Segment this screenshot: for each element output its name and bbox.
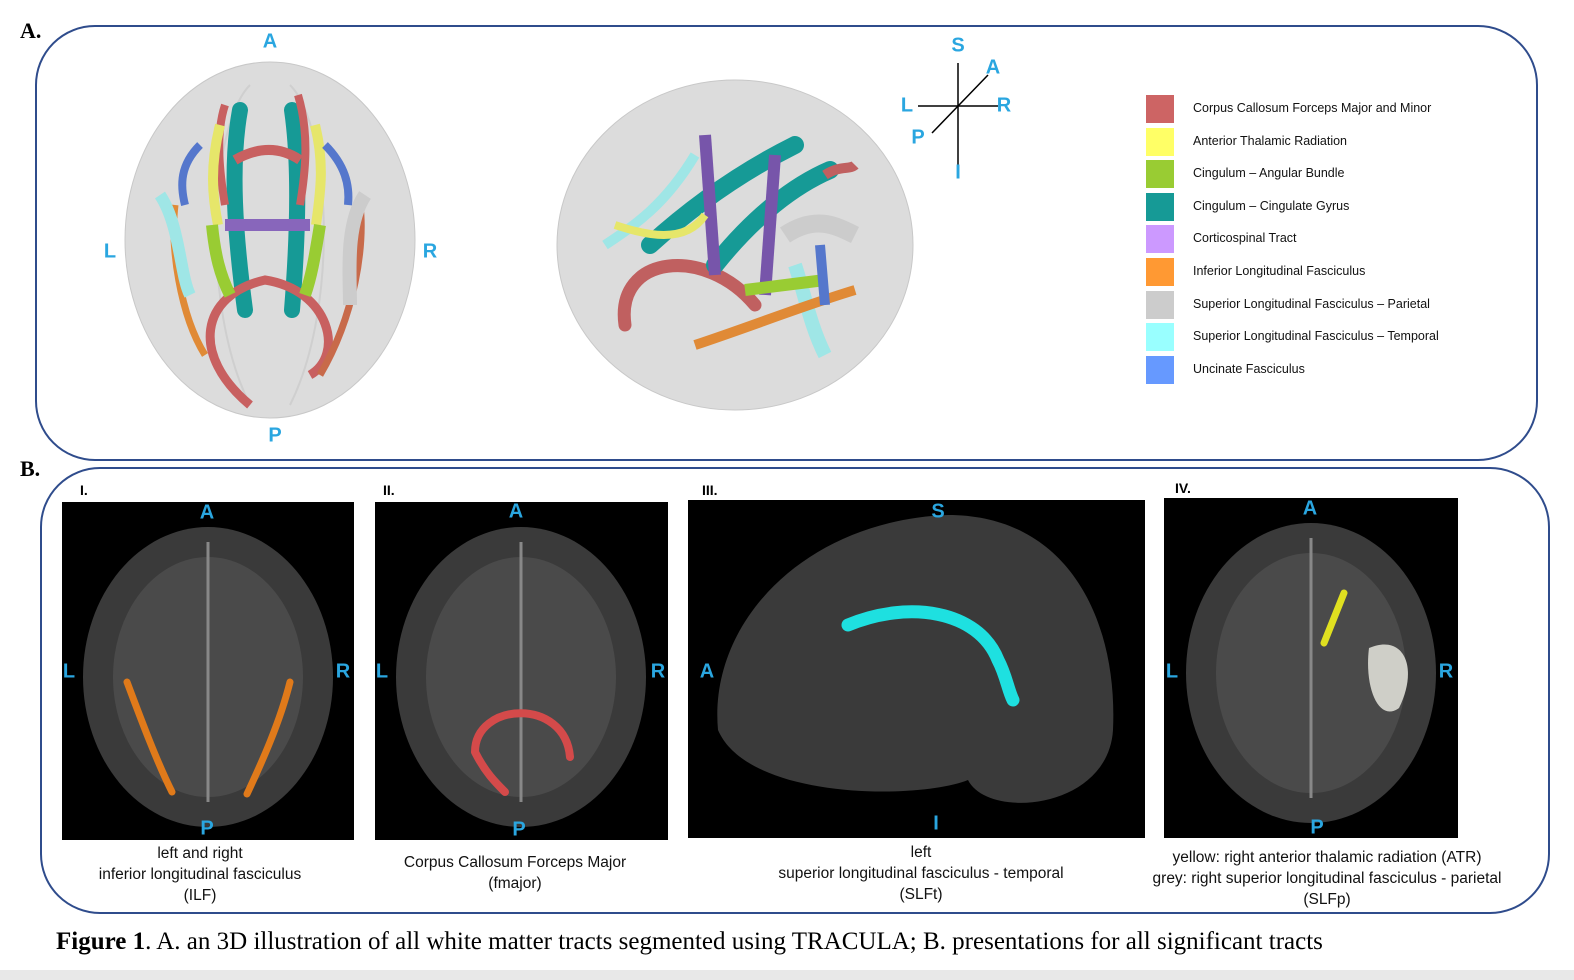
panel-2-caption: Corpus Callosum Forceps Major (fmajor) [404,852,626,894]
legend-swatch [1146,258,1174,286]
section-a-frame [35,25,1538,461]
legend-swatch [1146,95,1174,123]
panel-3-numeral: III. [702,482,718,498]
section-b-label: B. [20,456,41,481]
panel-3-top-label: S [931,500,945,523]
orientation-superior-label: S [951,34,965,57]
legend-label: Cingulum – Cingulate Gyrus [1193,198,1350,213]
legend-label: Superior Longitudinal Fasciculus – Parie… [1193,296,1430,311]
panel-1-top-label: A [199,501,215,524]
caption-line: (ILF) [183,887,217,904]
legend-swatch [1146,355,1174,384]
caption-line: inferior longitudinal fasciculus [98,866,302,883]
panel-4-right-label: R [1438,660,1454,683]
panel-2-bottom-label: P [512,818,526,841]
orientation-right-label: R [996,94,1012,117]
legend-swatch [1146,127,1174,156]
panel-1-left-label: L [62,660,76,683]
caption-line: superior longitudinal fasciculus - tempo… [778,865,1064,882]
caption-line: left and right [157,845,243,862]
legend-swatch [1146,323,1174,352]
figure-caption-text: . A. an 3D illustration of all white mat… [145,928,1323,955]
axial-right-label: R [422,240,438,263]
panel-4-top-label: A [1302,497,1318,520]
legend-label: Inferior Longitudinal Fasciculus [1193,264,1366,278]
panel-2-top-label: A [508,500,524,523]
panel-4-left-label: L [1165,660,1179,683]
panel-3-slft-image [688,500,1145,838]
panel-3-caption: left superior longitudinal fasciculus - … [778,842,1063,905]
orientation-anterior-label: A [985,56,1001,79]
orientation-cross-icon [918,63,998,165]
caption-line: left [910,844,932,861]
panel-1-caption: left and right inferior longitudinal fas… [99,843,301,906]
legend-label: Corpus Callosum Forceps Major and Minor [1193,101,1432,115]
caption-line: (fmajor) [488,875,542,892]
panel-4-atr-slfp-image [1164,498,1458,838]
caption-line: (SLFt) [899,886,943,903]
axial-3d-brain-image [124,61,416,419]
panel-4-caption: yellow: right anterior thalamic radiatio… [1153,847,1502,910]
axial-anterior-label: A [262,30,278,53]
section-b-frame [40,467,1550,914]
legend-swatch [1146,192,1174,221]
panel-2-right-label: R [650,660,666,683]
orientation-posterior-label: P [911,126,925,149]
figure-caption: Figure 1. A. an 3D illustration of all w… [56,928,1323,956]
panel-2-fmajor-image [375,502,668,840]
panel-4-bottom-label: P [1310,816,1324,839]
panel-2-numeral: II. [383,482,395,498]
caption-line: (SLFp) [1303,891,1351,908]
legend-swatch [1146,160,1174,189]
legend-label: Superior Longitudinal Fasciculus – Tempo… [1193,329,1439,344]
panel-4-numeral: IV. [1175,480,1191,496]
section-a-label: A. [20,18,42,43]
legend-label: Cingulum – Angular Bundle [1193,166,1345,181]
legend-swatch [1146,290,1174,319]
orientation-inferior-label: I [955,161,961,184]
panel-1-ilf-image [62,502,354,840]
panel-3-left-label: A [699,660,715,683]
legend-swatch [1146,225,1174,254]
panel-2-left-label: L [375,660,389,683]
caption-line: yellow: right anterior thalamic radiatio… [1172,849,1482,866]
panel-1-bottom-label: P [200,817,214,840]
orientation-left-label: L [900,94,914,117]
oblique-3d-brain-image [556,79,914,411]
legend-label: Anterior Thalamic Radiation [1193,133,1348,148]
panel-1-right-label: R [335,660,351,683]
axial-left-label: L [103,240,117,263]
legend-label: Uncinate Fasciculus [1193,361,1305,376]
panel-3-bottom-label: I [933,812,939,835]
caption-line: Corpus Callosum Forceps Major [403,854,627,871]
legend-label: Corticospinal Tract [1193,231,1297,246]
figure-label: Figure 1 [56,928,146,955]
caption-line: grey: right superior longitudinal fascic… [1152,870,1502,887]
page-bottom-bar [0,970,1574,980]
panel-1-numeral: I. [80,482,88,498]
axial-posterior-label: P [268,424,282,447]
